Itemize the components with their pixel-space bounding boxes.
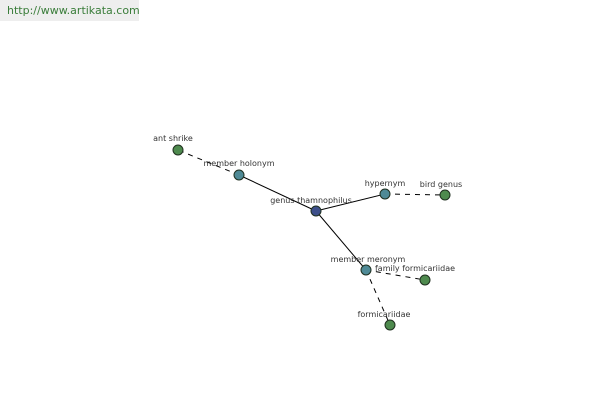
node-label-ant-shrike: ant shrike bbox=[153, 134, 193, 143]
graph-nodes bbox=[172, 144, 451, 331]
edge-genus-thamnophilus-to-member-holonym bbox=[238, 174, 317, 212]
node-label-hypernym: hypernym bbox=[365, 179, 406, 188]
graph-labels: genus thamnophilus member holonym hypernym… bbox=[153, 134, 462, 319]
edge-member-holonym-to-ant-shrike bbox=[177, 149, 240, 176]
node-label-member-meronym: member meronym bbox=[331, 255, 406, 264]
node-genus-thamnophilus[interactable] bbox=[310, 205, 322, 217]
node-label-genus-thamnophilus: genus thamnophilus bbox=[270, 196, 352, 205]
watermark-link[interactable]: http://www.artikata.com bbox=[7, 4, 140, 17]
node-member-holonym[interactable] bbox=[233, 169, 245, 181]
node-label-formicariidae: formicariidae bbox=[358, 310, 411, 319]
edge-genus-thamnophilus-to-hypernym bbox=[315, 193, 386, 212]
node-hypernym[interactable] bbox=[379, 188, 391, 200]
node-label-bird-genus: bird genus bbox=[420, 180, 462, 189]
node-member-meronym[interactable] bbox=[360, 264, 372, 276]
node-label-member-holonym: member holonym bbox=[203, 159, 274, 168]
edge-genus-thamnophilus-to-member-meronym bbox=[315, 210, 367, 271]
graph-edges bbox=[177, 149, 446, 326]
node-bird-genus[interactable] bbox=[439, 189, 451, 201]
node-label-family-formicariidae: family formicariidae bbox=[375, 264, 455, 273]
node-formicariidae[interactable] bbox=[384, 319, 396, 331]
node-ant-shrike[interactable] bbox=[172, 144, 184, 156]
edge-hypernym-to-bird-genus bbox=[384, 193, 446, 196]
node-family-formicariidae[interactable] bbox=[419, 274, 431, 286]
watermark-bar: http://www.artikata.com bbox=[0, 0, 140, 21]
edge-member-meronym-to-formicariidae bbox=[365, 269, 391, 326]
